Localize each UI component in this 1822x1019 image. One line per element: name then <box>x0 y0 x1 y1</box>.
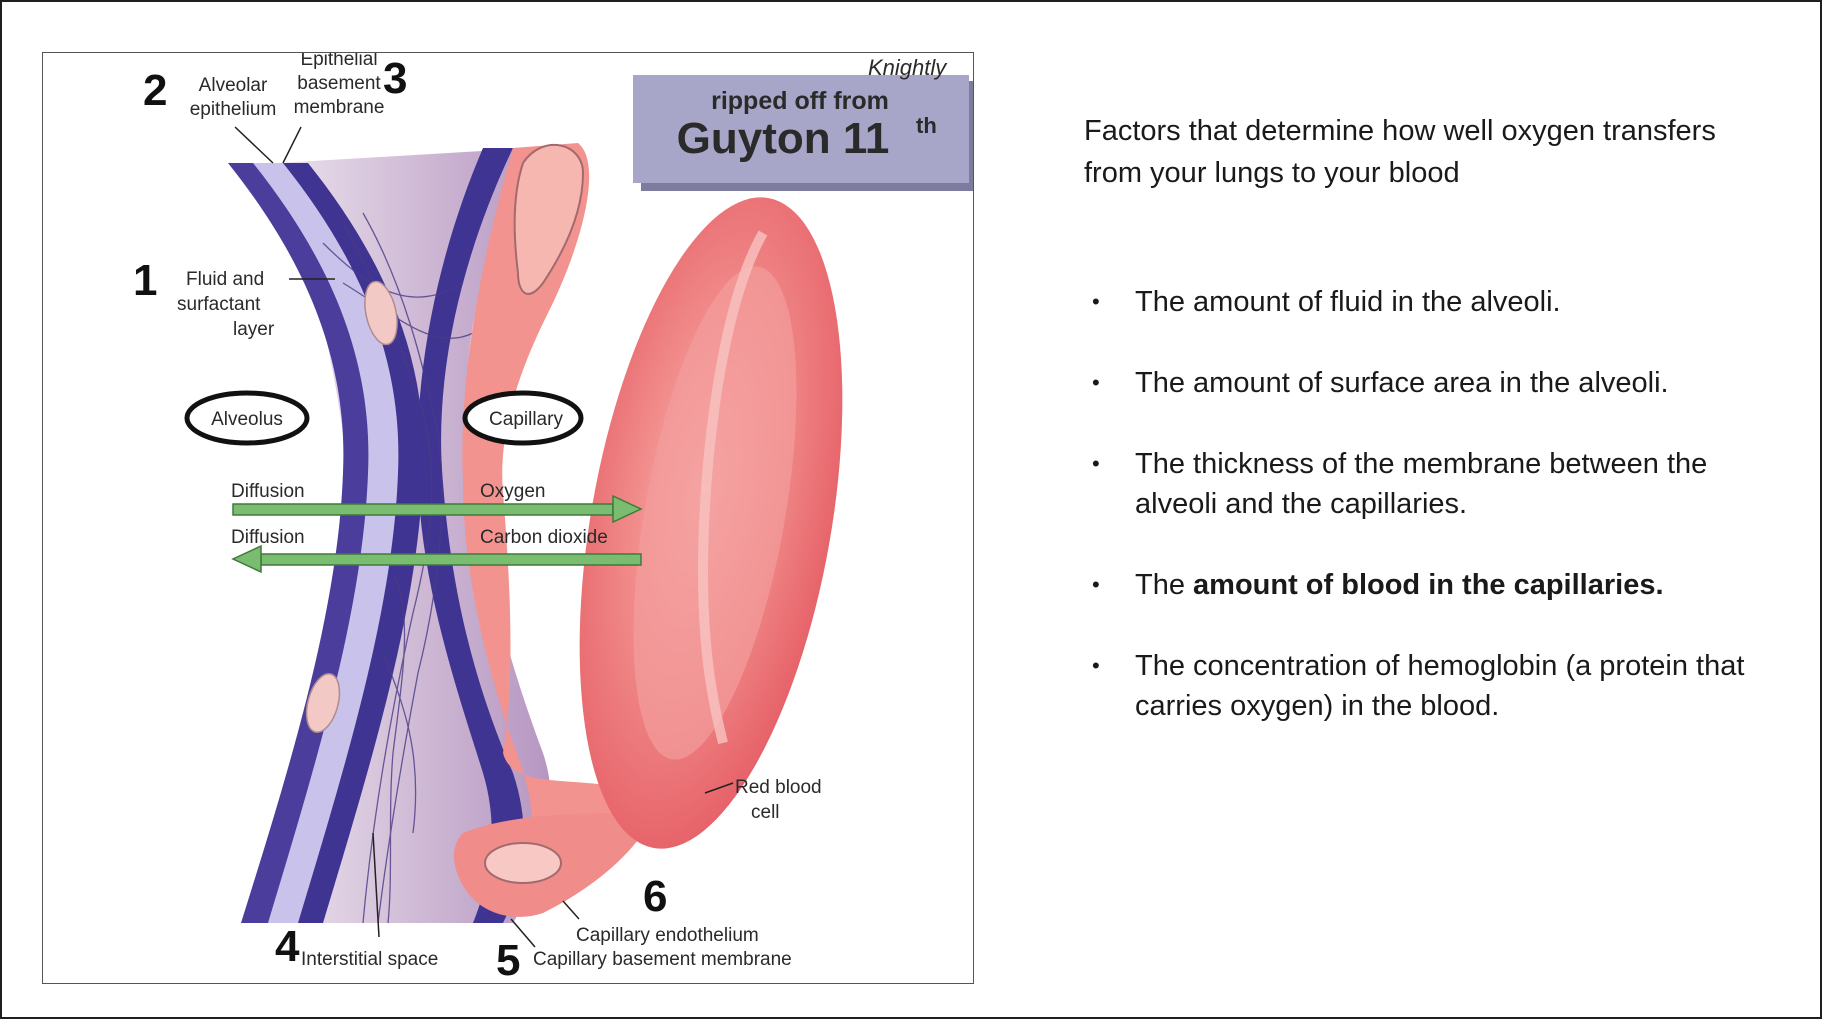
red-blood-cell <box>536 177 887 869</box>
epithelial-label-2: basement <box>297 73 381 94</box>
number-1: 1 <box>133 256 157 305</box>
banner-line-1: ripped off from <box>711 87 889 115</box>
source-banner: ripped off from Guyton 11 th <box>633 75 973 191</box>
bullet-glyph: • <box>1092 646 1100 686</box>
bullet-text: The thickness of the membrane between th… <box>1135 448 1707 520</box>
capillary-basement-membrane-label: Capillary basement membrane <box>533 949 792 970</box>
leader-line-6 <box>563 901 579 919</box>
factors-list: • The amount of fluid in the alveoli. • … <box>1084 282 1784 767</box>
fluid-label-2: surfactant <box>177 294 261 315</box>
diffusion-label-2: Diffusion <box>231 527 305 548</box>
carbon-dioxide-label: Carbon dioxide <box>480 527 608 548</box>
bullet-glyph: • <box>1092 282 1100 322</box>
bullet-text-prefix: The <box>1135 569 1193 601</box>
endothelial-cell-top <box>515 145 583 294</box>
bullet-glyph: • <box>1092 444 1100 484</box>
epithelial-label-3: membrane <box>294 97 385 118</box>
bullet-glyph: • <box>1092 565 1100 605</box>
list-item: • The amount of blood in the capillaries… <box>1084 565 1784 605</box>
list-item: • The amount of surface area in the alve… <box>1084 363 1784 403</box>
bullet-glyph: • <box>1092 363 1100 403</box>
alveolar-epithelium-label-1: Alveolar <box>199 75 268 96</box>
watermark: Knightly <box>868 55 948 80</box>
slide-heading: Factors that determine how well oxygen t… <box>1084 110 1724 194</box>
oxygen-label: Oxygen <box>480 481 545 502</box>
diffusion-label-1: Diffusion <box>231 481 305 502</box>
fluid-label-1: Fluid and <box>186 269 264 290</box>
list-item: • The concentration of hemoglobin (a pro… <box>1084 646 1784 726</box>
respiratory-membrane-diagram: Alveolus Capillary Diffusion Oxygen Diff… <box>42 52 974 984</box>
alveolus-label: Alveolus <box>211 409 283 430</box>
leader-line-2 <box>235 127 273 163</box>
bullet-text-bold: amount of blood in the capillaries. <box>1193 569 1664 601</box>
capillary-label: Capillary <box>489 409 563 430</box>
number-4: 4 <box>275 922 300 971</box>
number-2: 2 <box>143 66 167 115</box>
list-item: • The thickness of the membrane between … <box>1084 444 1784 524</box>
number-3: 3 <box>383 54 407 103</box>
fluid-label-3: layer <box>233 319 275 340</box>
list-item: • The amount of fluid in the alveoli. <box>1084 282 1784 322</box>
diagram-canvas: Alveolus Capillary Diffusion Oxygen Diff… <box>43 53 973 983</box>
number-5: 5 <box>496 936 520 983</box>
alveolar-epithelium-label-2: epithelium <box>190 99 277 120</box>
interstitial-space-label: Interstitial space <box>301 949 438 970</box>
epithelial-label-1: Epithelial <box>300 53 377 70</box>
bullet-text: The amount of surface area in the alveol… <box>1135 367 1669 399</box>
banner-line-2: Guyton 11 <box>677 114 890 163</box>
endothelial-nucleus-bottom <box>485 843 561 883</box>
red-blood-cell-label-1: Red blood <box>735 777 822 798</box>
bullet-text: The amount of fluid in the alveoli. <box>1135 286 1561 318</box>
number-6: 6 <box>643 872 667 921</box>
bullet-text: The concentration of hemoglobin (a prote… <box>1135 650 1744 722</box>
red-blood-cell-label-2: cell <box>751 802 780 823</box>
leader-line-3 <box>283 127 301 163</box>
capillary-endothelium-label: Capillary endothelium <box>576 925 759 946</box>
banner-superscript: th <box>916 113 937 138</box>
